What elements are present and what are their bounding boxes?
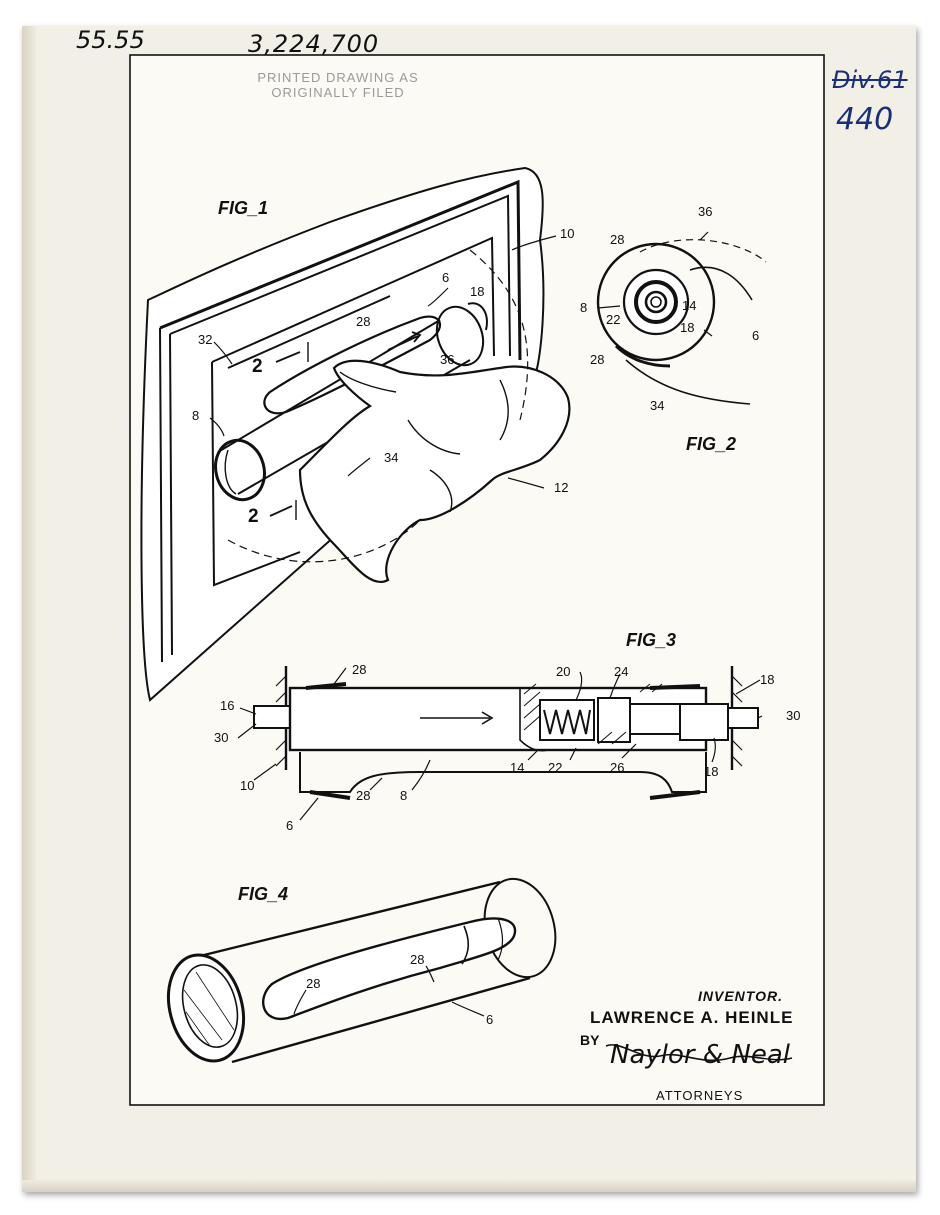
fig3-callout: 30 xyxy=(786,708,801,723)
canvas-edge-left xyxy=(22,26,36,1192)
fig3-label: FIG_3 xyxy=(626,630,677,650)
attorney-signature: Naylor & Neal xyxy=(610,1040,790,1070)
fig2-label: FIG_2 xyxy=(686,434,737,454)
fig4-callout: 28 xyxy=(410,952,425,967)
fig3-callout: 28 xyxy=(356,788,371,803)
attorneys-label: ATTORNEYS xyxy=(656,1088,744,1103)
struck-number: Div.61 xyxy=(832,66,908,94)
fig2-callout: 36 xyxy=(698,204,713,219)
fig1-section-marker: 2 xyxy=(252,356,263,377)
fig2-callout: 22 xyxy=(606,312,621,327)
stamp-line-2: ORIGINALLY FILED xyxy=(271,85,405,100)
fig3-callout: 22 xyxy=(548,760,563,775)
fig4-callout: 28 xyxy=(306,976,321,991)
fig1-callout: 36 xyxy=(440,352,455,367)
canvas-edge-bottom xyxy=(22,1180,916,1192)
fig3-callout: 8 xyxy=(400,788,408,803)
stamp-line-1: PRINTED DRAWING AS xyxy=(257,70,419,85)
fig3-callout: 26 xyxy=(610,760,625,775)
fig1-drawing xyxy=(140,166,571,702)
fig2-callout: 6 xyxy=(752,328,760,343)
fig1-callout: 18 xyxy=(470,284,485,299)
fig3-callout: 24 xyxy=(614,664,629,679)
fig1-callout: 32 xyxy=(198,332,213,347)
fig3-callout: 18 xyxy=(704,764,719,779)
fig1-callout: 6 xyxy=(442,270,450,285)
fig2-callout: 34 xyxy=(650,398,665,413)
inventor-label: INVENTOR. xyxy=(698,988,783,1004)
fig1-callout: 8 xyxy=(192,408,200,423)
fig1-callout: 12 xyxy=(554,480,569,495)
serial-number: 3,224,700 xyxy=(248,30,380,58)
fig1-callout: 28 xyxy=(356,314,371,329)
inventor-name: LAWRENCE A. HEINLE xyxy=(590,1008,794,1027)
fig4-label: FIG_4 xyxy=(238,884,289,904)
signature-flourish xyxy=(605,1044,793,1062)
fig1-label: FIG_1 xyxy=(218,198,269,218)
fig1-callout: 34 xyxy=(384,450,399,465)
class-number: 440 xyxy=(836,102,894,137)
fig3-callout: 6 xyxy=(286,818,294,833)
fig1-section-marker: 2 xyxy=(248,506,259,527)
top-left-notation: 55.55 xyxy=(76,26,145,54)
fig2-callout: 14 xyxy=(682,298,697,313)
fig2-callout: 8 xyxy=(580,300,588,315)
fig3-callout: 28 xyxy=(352,662,367,677)
fig3-callout: 20 xyxy=(556,664,571,679)
fig3-callout: 16 xyxy=(220,698,235,713)
fig1-callout: 10 xyxy=(560,226,575,241)
fig2-callout: 28 xyxy=(590,352,605,367)
filing-stamp: PRINTED DRAWING AS ORIGINALLY FILED xyxy=(248,70,428,100)
fig4-drawing xyxy=(167,877,557,1064)
fig2-drawing xyxy=(596,231,767,405)
fig2-callout: 18 xyxy=(680,320,695,335)
fig3-callout: 14 xyxy=(510,760,525,775)
by-label: BY xyxy=(580,1032,600,1048)
fig3-callout: 18 xyxy=(760,672,775,687)
fig4-callout: 6 xyxy=(486,1012,494,1027)
fig2-callout: 28 xyxy=(610,232,625,247)
fig3-callout: 10 xyxy=(240,778,255,793)
fig3-drawing xyxy=(237,666,763,821)
fig3-callout: 30 xyxy=(214,730,229,745)
